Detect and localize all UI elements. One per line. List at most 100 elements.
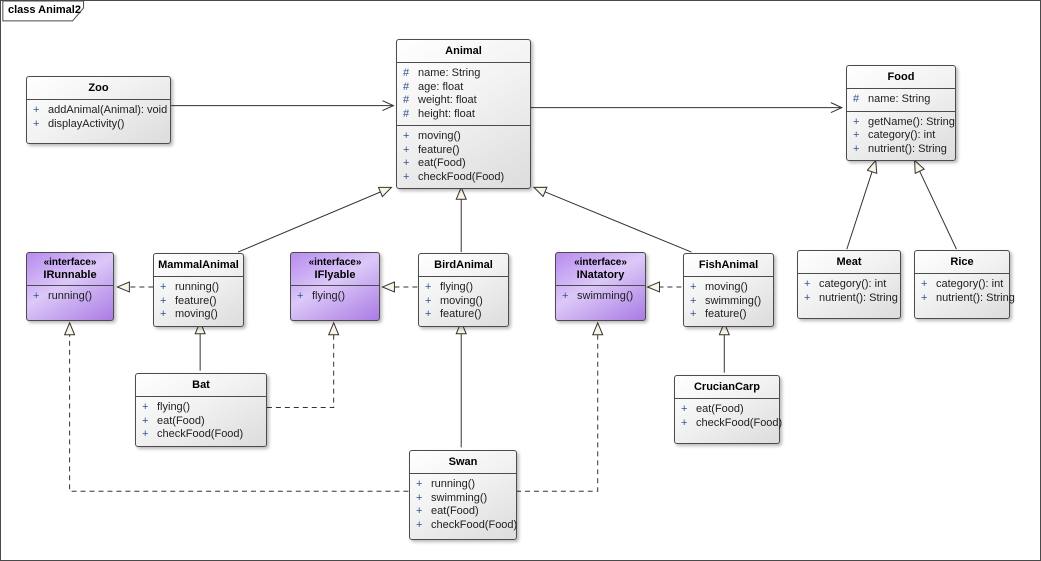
- visibility-symbol: +: [681, 416, 688, 429]
- class-swan[interactable]: Swan +running() +swimming() +eat(Food) +…: [409, 450, 517, 540]
- visibility-symbol: +: [416, 505, 423, 517]
- class-cruciancarp-name: CrucianCarp: [675, 376, 779, 399]
- member: +feature(): [690, 308, 767, 322]
- class-zoo[interactable]: Zoo +addAnimal(Animal): void +displayAct…: [26, 76, 171, 144]
- interface-iflyable-name: IFlyable: [314, 269, 356, 281]
- member-text: checkFood(Food): [431, 518, 518, 531]
- member: #weight: float: [403, 94, 524, 108]
- class-animal[interactable]: Animal #name: String #age: float #weight…: [396, 39, 531, 189]
- member-text: eat(Food): [696, 403, 744, 415]
- class-cruciancarp[interactable]: CrucianCarp +eat(Food) + checkFood(Food): [674, 375, 782, 444]
- class-animal-attributes: #name: String #age: float #weight: float…: [397, 63, 530, 125]
- interface-inatatory-methods: +swimming(): [556, 286, 645, 308]
- visibility-symbol: #: [403, 80, 410, 93]
- edge-generalization-rice-food[interactable]: [915, 160, 957, 250]
- visibility-symbol: +: [921, 291, 928, 304]
- visibility-symbol: +: [425, 308, 432, 320]
- visibility-symbol: +: [425, 294, 432, 307]
- class-meat[interactable]: Meat +category(): int +nutrient(): Strin…: [797, 250, 901, 319]
- class-bat[interactable]: Bat +flying() +eat(Food) +checkFood(Food…: [135, 373, 267, 447]
- edge-realization-bat-iflyable[interactable]: [266, 323, 334, 409]
- member: # age: float: [403, 81, 524, 95]
- member-text: eat(Food): [157, 414, 205, 427]
- class-fishanimal-methods: +moving() +swimming() +feature(): [684, 277, 773, 326]
- visibility-symbol: #: [853, 93, 860, 105]
- visibility-symbol: +: [160, 281, 167, 293]
- class-birdanimal-name: BirdAnimal: [419, 254, 508, 277]
- member: +running(): [160, 281, 237, 295]
- edge-generalization-meat-food[interactable]: [846, 160, 876, 250]
- interface-irunnable[interactable]: «interface»IRunnable + running(): [26, 252, 114, 321]
- class-fishanimal[interactable]: FishAnimal +moving() +swimming() +featur…: [683, 253, 774, 327]
- member: +moving(): [403, 130, 524, 144]
- member: +eat(Food): [681, 403, 773, 417]
- visibility-symbol: +: [33, 117, 40, 130]
- visibility-symbol: +: [403, 130, 410, 142]
- visibility-symbol: +: [416, 491, 423, 504]
- member-text: nutrient(): String: [868, 142, 947, 155]
- member: + checkFood(Food): [681, 416, 782, 431]
- member-text: category(): int: [868, 129, 936, 141]
- member-text: eat(Food): [418, 157, 466, 169]
- visibility-symbol: +: [853, 115, 860, 128]
- member: +moving(): [160, 308, 237, 322]
- member: +moving(): [425, 295, 502, 309]
- member: # name: String: [853, 93, 949, 107]
- member: +flying(): [425, 281, 502, 295]
- member: +eat(Food): [403, 157, 524, 171]
- member-text: checkFood(Food): [157, 428, 244, 440]
- member-text: weight: float: [418, 94, 477, 106]
- member: +checkFood(Food): [403, 171, 524, 185]
- edge-generalization-fishanimal-animal[interactable]: [534, 187, 692, 253]
- stereotype-label: «interface»: [308, 257, 362, 268]
- member: + running(): [33, 290, 107, 304]
- class-food[interactable]: Food # name: String +getName(): String + c…: [846, 65, 956, 161]
- visibility-symbol: +: [160, 294, 167, 307]
- member-text: category(): int: [936, 278, 1004, 290]
- member: +flying(): [297, 290, 373, 304]
- class-rice[interactable]: Rice +category(): int +nutrient(): Strin…: [914, 250, 1015, 319]
- member-text: checkFood(Food): [696, 416, 783, 429]
- class-fishanimal-name: FishAnimal: [684, 254, 773, 277]
- member-text: name: String: [868, 93, 931, 105]
- member: +getName(): String: [853, 115, 955, 130]
- class-food-attributes: # name: String: [847, 89, 955, 111]
- member: #height: float: [403, 108, 524, 122]
- visibility-symbol: +: [297, 290, 304, 302]
- member: +category(): int: [804, 278, 894, 292]
- class-mammalanimal[interactable]: MammalAnimal +running() +feature() +movi…: [153, 253, 244, 327]
- stereotype-label: «interface»: [43, 257, 97, 268]
- edge-generalization-mammalanimal-animal[interactable]: [237, 187, 391, 253]
- member: + checkFood(Food): [416, 518, 517, 533]
- member: +feature(): [403, 144, 524, 158]
- class-birdanimal[interactable]: BirdAnimal +flying() +moving() +feature(…: [418, 253, 509, 327]
- member: +feature(): [160, 295, 237, 309]
- interface-irunnable-name: IRunnable: [43, 269, 97, 281]
- member: + eat(Food): [416, 505, 510, 519]
- member-text: age: float: [418, 80, 464, 93]
- member: +nutrient(): String: [853, 143, 949, 157]
- visibility-symbol: +: [33, 290, 40, 302]
- visibility-symbol: +: [416, 518, 423, 531]
- member-text: feature(): [705, 308, 747, 320]
- class-meat-name: Meat: [798, 251, 900, 274]
- class-rice-methods: +category(): int +nutrient(): String: [915, 274, 1015, 309]
- visibility-symbol: +: [403, 170, 410, 183]
- edge-realization-swan-inatatory[interactable]: [516, 323, 598, 492]
- member: +flying(): [142, 401, 260, 415]
- interface-inatatory[interactable]: «interface»INatatory +swimming(): [555, 252, 646, 321]
- member-text: moving(): [705, 281, 748, 293]
- visibility-symbol: +: [425, 281, 432, 293]
- member-text: eat(Food): [431, 505, 479, 517]
- interface-inatatory-name: INatatory: [576, 269, 625, 281]
- interface-iflyable-methods: +flying(): [291, 286, 379, 308]
- member-text: swimming(): [431, 491, 488, 504]
- visibility-symbol: +: [142, 428, 149, 440]
- edge-realization-swan-irunnable[interactable]: [70, 323, 409, 492]
- visibility-symbol: +: [690, 281, 697, 293]
- interface-iflyable[interactable]: «interface»IFlyable +flying(): [290, 252, 380, 321]
- member-text: moving(): [175, 308, 218, 320]
- class-food-name: Food: [847, 66, 955, 89]
- member-text: running(): [48, 290, 93, 302]
